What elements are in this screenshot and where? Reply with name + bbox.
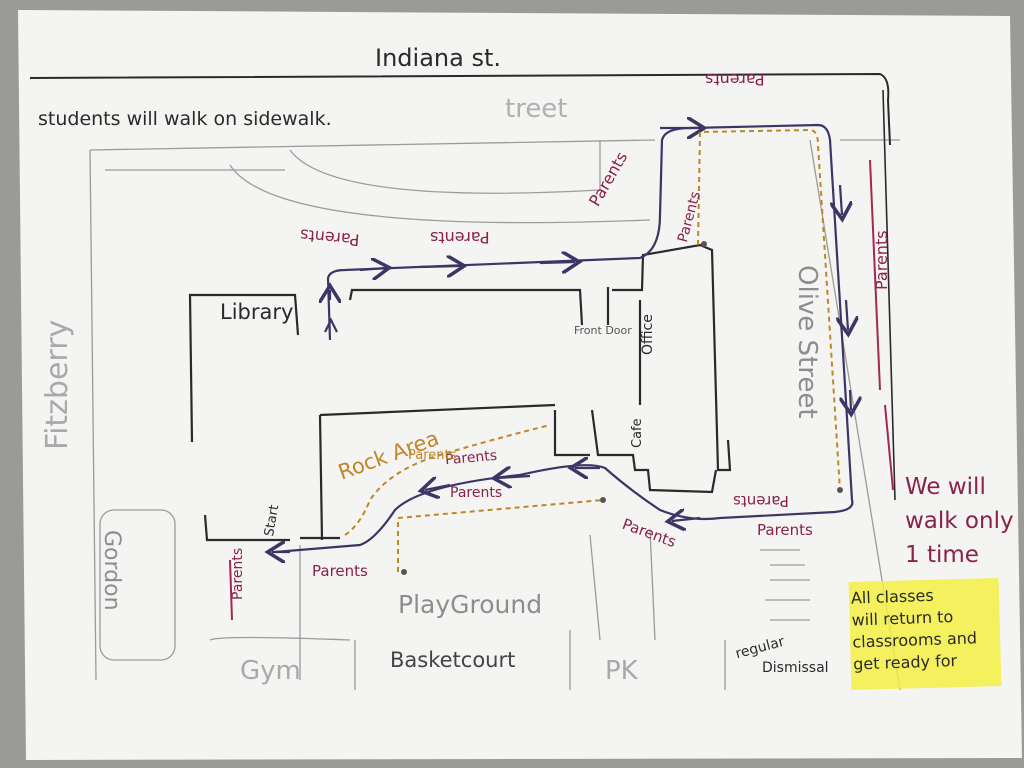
- street-indiana: Indiana st.: [375, 44, 501, 72]
- street-fitzberry: Fitzberry: [40, 319, 75, 450]
- street-ghost: treet: [505, 94, 568, 124]
- student-route: [272, 125, 852, 552]
- room-gym: Gym: [240, 656, 301, 686]
- note-sidewalk: students will walk on sidewalk.: [38, 108, 332, 130]
- parents-label: Parents: [408, 448, 457, 463]
- note-walk-once: We will walk only 1 time: [905, 474, 1014, 568]
- street-olive: Olive Street: [792, 265, 822, 419]
- parents-label: Parents: [733, 492, 789, 510]
- parents-label: Parents: [705, 70, 765, 89]
- paper-sheet: [18, 10, 1022, 760]
- room-playground: PlayGround: [398, 590, 543, 619]
- parents-label: Parents: [430, 228, 490, 247]
- rock-path-dots: [401, 241, 843, 575]
- room-library: Library: [220, 300, 294, 324]
- room-front-door: Front Door: [574, 324, 632, 337]
- rock-path: [344, 128, 841, 572]
- note-classes: All classes will return to classrooms an…: [850, 585, 978, 674]
- parents-label: Parents: [450, 485, 503, 501]
- outer-route-right: [882, 89, 896, 501]
- room-pk: PK: [605, 656, 638, 686]
- note-dismissal: Dismissal: [762, 660, 829, 676]
- room-cafe: Cafe: [630, 418, 645, 448]
- room-basketcourt: Basketcourt: [390, 648, 516, 672]
- parents-label: Parents: [312, 562, 368, 580]
- parent-sidewalk-lines: [229, 159, 894, 621]
- parents-label: Parents: [757, 521, 813, 539]
- building-walls: [188, 243, 732, 542]
- outer-route: [29, 72, 891, 146]
- parents-label: Parents: [230, 547, 246, 600]
- room-office: Office: [640, 314, 656, 355]
- parents-label: Parents: [872, 230, 891, 290]
- street-gordon: Gordon: [99, 530, 124, 611]
